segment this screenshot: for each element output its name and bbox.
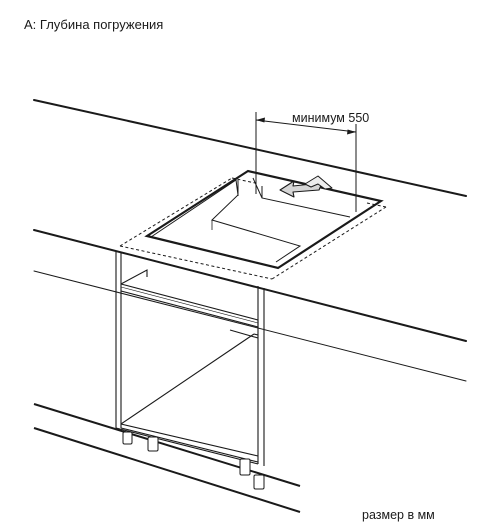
dimension-arrow-left — [256, 117, 265, 123]
floor — [33, 403, 301, 513]
worktop — [33, 99, 467, 382]
units-note: размер в мм — [362, 508, 435, 522]
cutout-inner-wall — [150, 179, 302, 263]
cooktop-cutout — [144, 169, 384, 270]
hob-outline-dashed — [119, 177, 387, 280]
worktop-front-edge — [33, 229, 467, 342]
foot-back — [253, 474, 265, 490]
dimension-arrow-right — [347, 129, 356, 135]
foot-right — [239, 458, 251, 476]
foot-left — [122, 431, 133, 445]
plinth-bottom-line — [33, 427, 301, 513]
foot-middle — [147, 436, 159, 452]
dimension-label: минимум 550 — [292, 111, 369, 125]
cabinet-feet — [122, 431, 265, 490]
dimension-line — [255, 119, 357, 133]
plinth-top-line — [33, 403, 301, 487]
base-cabinet — [115, 252, 265, 466]
diagram-caption: A: Глубина погружения — [24, 17, 164, 32]
worktop-back-edge — [33, 99, 467, 197]
cutout-outline — [144, 169, 384, 270]
insertion-arrow-icon — [279, 175, 333, 198]
dimension-min-550 — [255, 112, 357, 212]
worktop-underside — [33, 270, 467, 382]
